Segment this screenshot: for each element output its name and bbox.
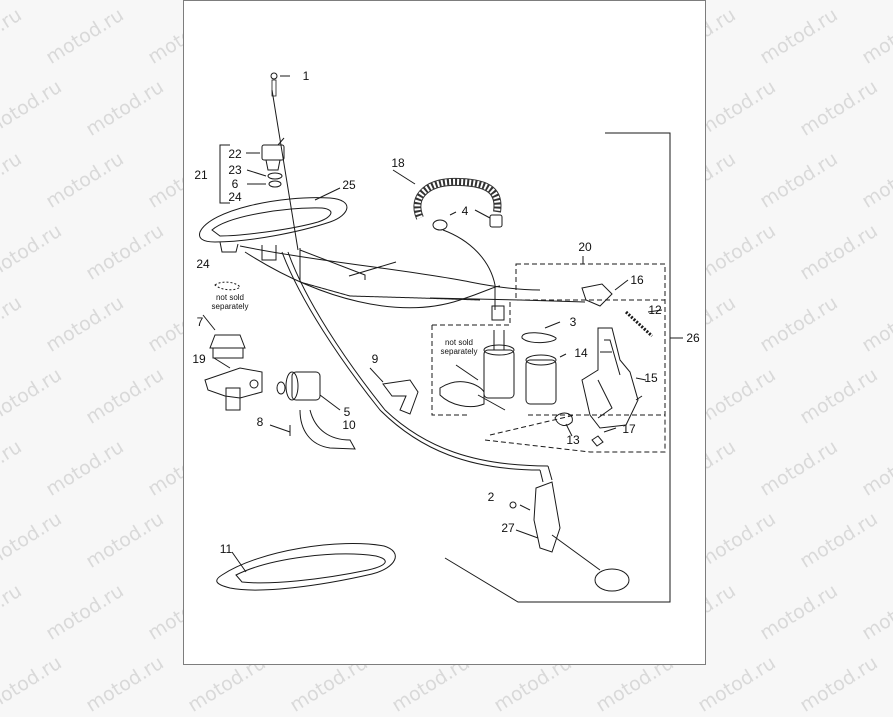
callout-19: 19 <box>192 352 206 366</box>
flange-25 <box>199 187 348 261</box>
callout-18: 18 <box>391 156 405 170</box>
callout-9: 9 <box>371 352 379 366</box>
hose-18 <box>392 169 502 220</box>
strap-10 <box>269 409 356 450</box>
callout-12: 12 <box>648 303 662 317</box>
group-box-pump <box>484 415 666 453</box>
callout-22: 22 <box>228 147 242 161</box>
callout-8: 8 <box>256 415 264 429</box>
note-pump-not-sold: not sold separately <box>440 338 478 356</box>
callout-1: 1 <box>302 69 310 83</box>
callout-26: 26 <box>686 331 700 345</box>
callout-24-top: 24 <box>228 190 242 204</box>
callout-17: 17 <box>622 422 636 436</box>
bracket-21 <box>219 144 230 204</box>
callout-23: 23 <box>228 163 242 177</box>
clip-13 <box>554 412 573 426</box>
fitting-19 <box>204 357 263 411</box>
fuel-pump <box>439 330 567 411</box>
callout-20: 20 <box>578 240 592 254</box>
callout-10: 10 <box>342 418 356 432</box>
callout-5: 5 <box>343 405 351 419</box>
callout-27: 27 <box>501 521 515 535</box>
callout-3: 3 <box>569 315 577 329</box>
callout-24-side: 24 <box>196 257 210 271</box>
callout-4: 4 <box>461 204 469 218</box>
group-box-20 <box>515 263 666 301</box>
callout-13: 13 <box>566 433 580 447</box>
callout-7: 7 <box>196 315 204 329</box>
bracket-15 <box>581 327 647 429</box>
gasket-11 <box>216 543 396 591</box>
note-24-not-sold: not sold separately <box>211 293 249 311</box>
bracket-9 <box>369 367 419 415</box>
regulator-7 <box>202 314 246 359</box>
sender-27 <box>509 465 630 592</box>
cup-5 <box>276 371 341 411</box>
bolt-1 <box>270 72 290 97</box>
diagram-frame <box>183 0 706 665</box>
callout-25: 25 <box>342 178 356 192</box>
callout-16: 16 <box>630 273 644 287</box>
callout-11: 11 <box>219 542 233 556</box>
connector-22 <box>246 137 285 171</box>
callout-14: 14 <box>574 346 588 360</box>
bracket-26 <box>444 132 671 603</box>
callout-6: 6 <box>231 177 239 191</box>
parts-drawing <box>199 72 683 603</box>
callout-21: 21 <box>194 168 208 182</box>
callout-2: 2 <box>487 490 495 504</box>
clip-17 <box>591 435 604 447</box>
callout-15: 15 <box>644 371 658 385</box>
connector-16 <box>581 279 629 307</box>
